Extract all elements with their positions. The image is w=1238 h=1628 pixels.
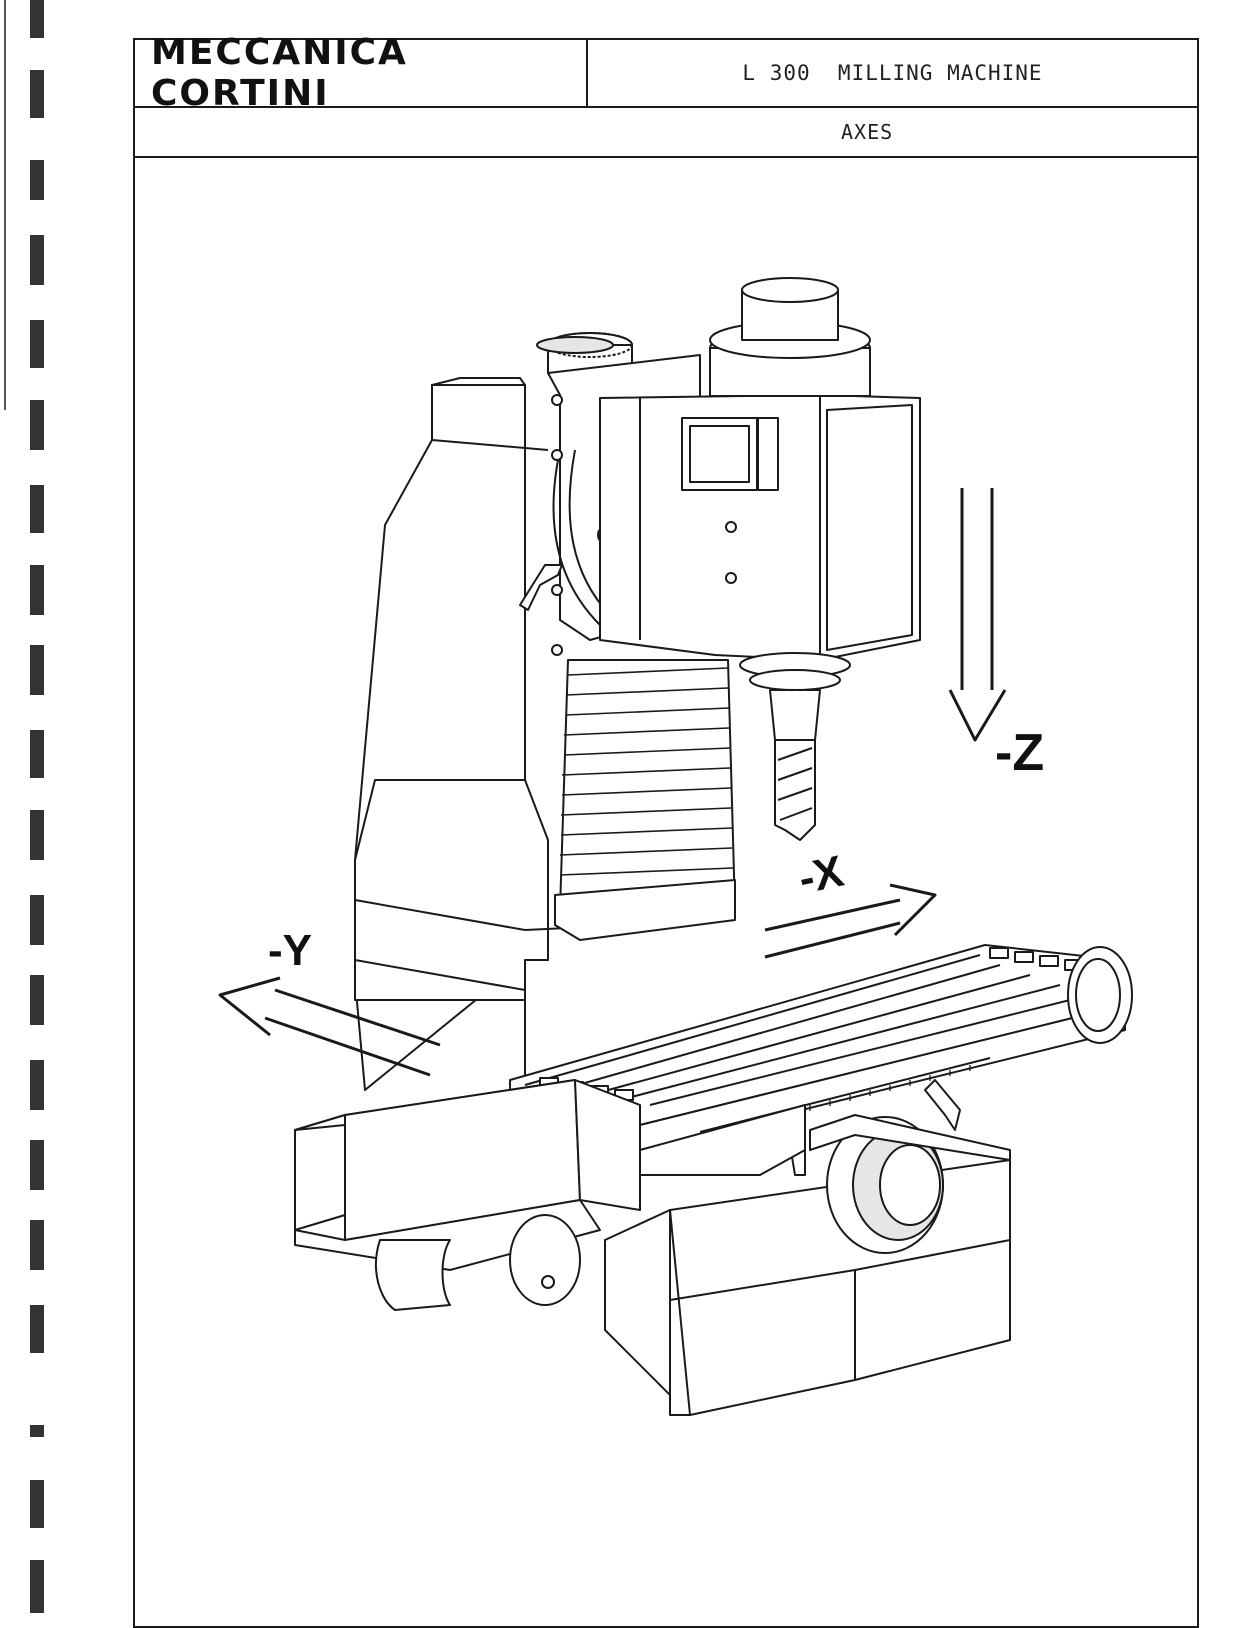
- binder-hole: [30, 235, 44, 285]
- section-cell: AXES: [135, 108, 1197, 158]
- machine-column: [354, 377, 736, 1091]
- binder-hole: [30, 645, 44, 695]
- binder-hole: [30, 895, 44, 945]
- document-title: L 300 MILLING MACHINE: [742, 61, 1043, 85]
- binder-hole: [30, 70, 44, 118]
- machine-base: [604, 1159, 1011, 1416]
- binder-edge-line: [4, 0, 6, 410]
- binder-hole: [30, 1305, 44, 1353]
- binder-hole: [30, 1140, 44, 1190]
- axis-x-arrow: [764, 883, 937, 959]
- binder-hole: [30, 0, 44, 38]
- binder-hole: [30, 320, 44, 368]
- binder-hole: [30, 810, 44, 860]
- axis-y-label: -Y: [268, 926, 312, 975]
- binder-hole: [30, 565, 44, 615]
- binder-hole: [30, 975, 44, 1025]
- binder-hole: [30, 730, 44, 778]
- title-cell: L 300 MILLING MACHINE: [588, 40, 1197, 108]
- binder-hole: [30, 1480, 44, 1528]
- section-title: AXES: [841, 120, 894, 144]
- z-bellows: [554, 659, 736, 941]
- brand-cell: MECCANICA CORTINI: [135, 32, 588, 114]
- binder-hole: [30, 1220, 44, 1270]
- y-carriage: [294, 1079, 1011, 1311]
- brand-logo: MECCANICA CORTINI: [151, 32, 408, 114]
- axis-z-arrow: [948, 488, 1007, 742]
- axis-x-label: -X: [794, 847, 847, 904]
- binder-hole: [30, 400, 44, 450]
- spindle-head: [519, 277, 921, 841]
- binder-hole: [30, 1560, 44, 1613]
- binder-hole: [30, 160, 44, 200]
- binder-hole: [30, 485, 44, 533]
- axis-z-label: -Z: [995, 724, 1044, 782]
- page-frame: MECCANICA CORTINI L 300 MILLING MACHINE …: [133, 32, 1199, 1628]
- axis-y-arrow: [218, 976, 441, 1077]
- binder-hole: [30, 1425, 44, 1437]
- binder-hole: [30, 1060, 44, 1110]
